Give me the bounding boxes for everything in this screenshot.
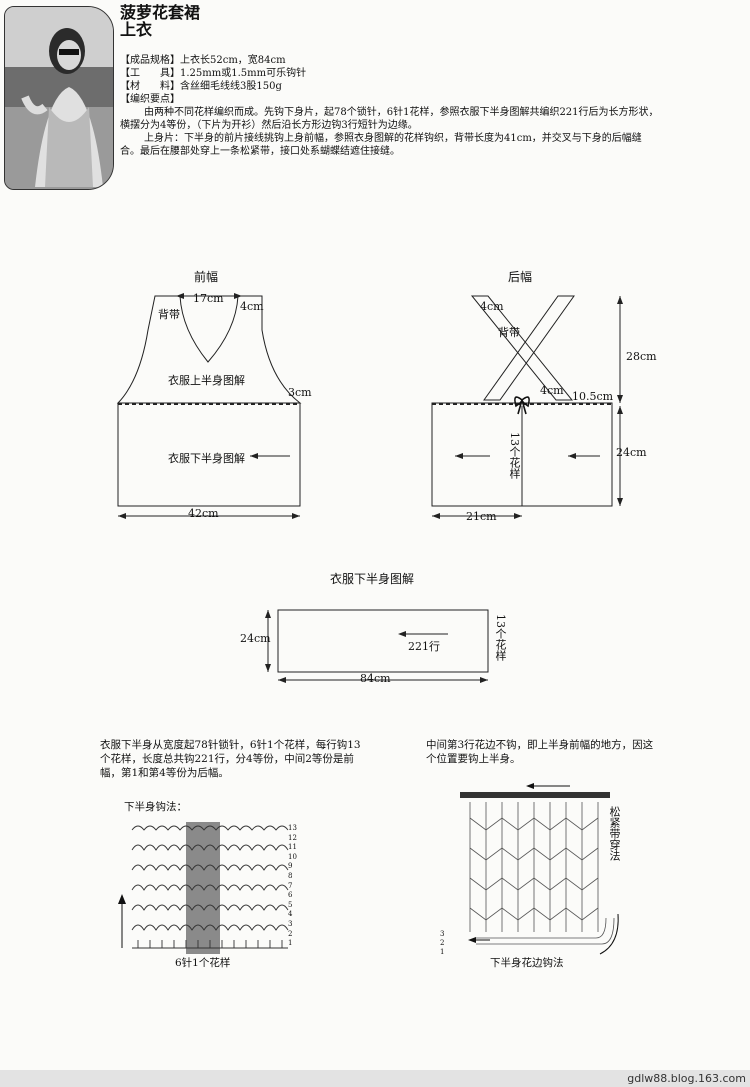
model-photo xyxy=(4,6,114,190)
chart-right-caption: 下半身花边钩法 xyxy=(490,957,564,969)
footer-watermark: gdlw88.blog.163.com xyxy=(627,1072,746,1085)
note-right: 中间第3行花边不钩，即上半身前幅的地方，因这个位置要钩上半身。 xyxy=(426,739,654,765)
lower-height: 24cm xyxy=(240,632,271,645)
back-rows: 13个花样 xyxy=(508,432,521,479)
footer-bar xyxy=(0,1070,750,1087)
page-title: 菠萝花套裙 上衣 xyxy=(120,4,200,38)
back-strap: 背带 xyxy=(498,326,520,339)
back-strap-height: 28cm xyxy=(626,350,657,363)
front-panel xyxy=(116,295,302,517)
front-strap: 背带 xyxy=(158,308,180,321)
front-side: 3cm xyxy=(288,386,312,399)
chart-right-diagram xyxy=(460,783,619,955)
back-small: 4cm xyxy=(540,384,564,397)
lower-rows: 221行 xyxy=(408,640,440,653)
spec-material: 【材 料】含丝细毛线线3股150g xyxy=(120,81,282,92)
chart-left-caption: 6针1个花样 xyxy=(175,957,231,969)
title-line1: 菠萝花套裙 xyxy=(120,3,201,22)
lower-side: 13个花样 xyxy=(494,614,507,661)
back-height: 24cm xyxy=(616,446,647,459)
front-top-width: 17cm xyxy=(193,292,224,305)
back-strap-width: 4cm xyxy=(480,300,504,313)
instruction-paragraph-1: 由两种不同花样编织而成。先钩下身片，起78个锁针，6针1花样，参照衣服下半身图解… xyxy=(120,107,659,131)
back-heading: 后幅 xyxy=(508,270,533,284)
back-panel xyxy=(431,295,621,517)
instruction-paragraph-2: 上身片：下半身的前片接线挑钩上身前幅，参照衣身图解的花样钩织，背带长度为41cm… xyxy=(120,133,642,157)
front-upper-label: 衣服上半身图解 xyxy=(168,374,245,387)
spec-tools: 【工 具】1.25mm或1.5mm可乐钩针 xyxy=(120,68,307,79)
chart-left-title: 下半身钩法： xyxy=(124,801,187,813)
spec-size: 【成品规格】上衣长52cm，宽84cm xyxy=(120,55,286,66)
chart-left-diagram xyxy=(118,822,289,954)
schematic-diagrams xyxy=(116,293,623,519)
back-width: 21cm xyxy=(466,510,497,523)
back-offset: 10.5cm xyxy=(572,390,614,403)
note-left: 衣服下半身从宽度起78针锁针，6针1个花样，每行钩13个花样，长度总共钩221行… xyxy=(100,739,361,779)
front-strap-width: 4cm xyxy=(240,300,264,313)
title-line2: 上衣 xyxy=(120,20,153,39)
chart-right-side: 松紧带穿法 xyxy=(608,806,621,861)
lower-width: 84cm xyxy=(360,672,391,685)
lower-heading: 衣服下半身图解 xyxy=(330,572,415,586)
front-heading: 前幅 xyxy=(194,270,219,284)
front-width: 42cm xyxy=(188,507,219,520)
spec-points: 【编织要点】 xyxy=(120,94,180,105)
lower-schematic xyxy=(265,609,489,683)
front-lower-label: 衣服下半身图解 xyxy=(168,452,245,465)
